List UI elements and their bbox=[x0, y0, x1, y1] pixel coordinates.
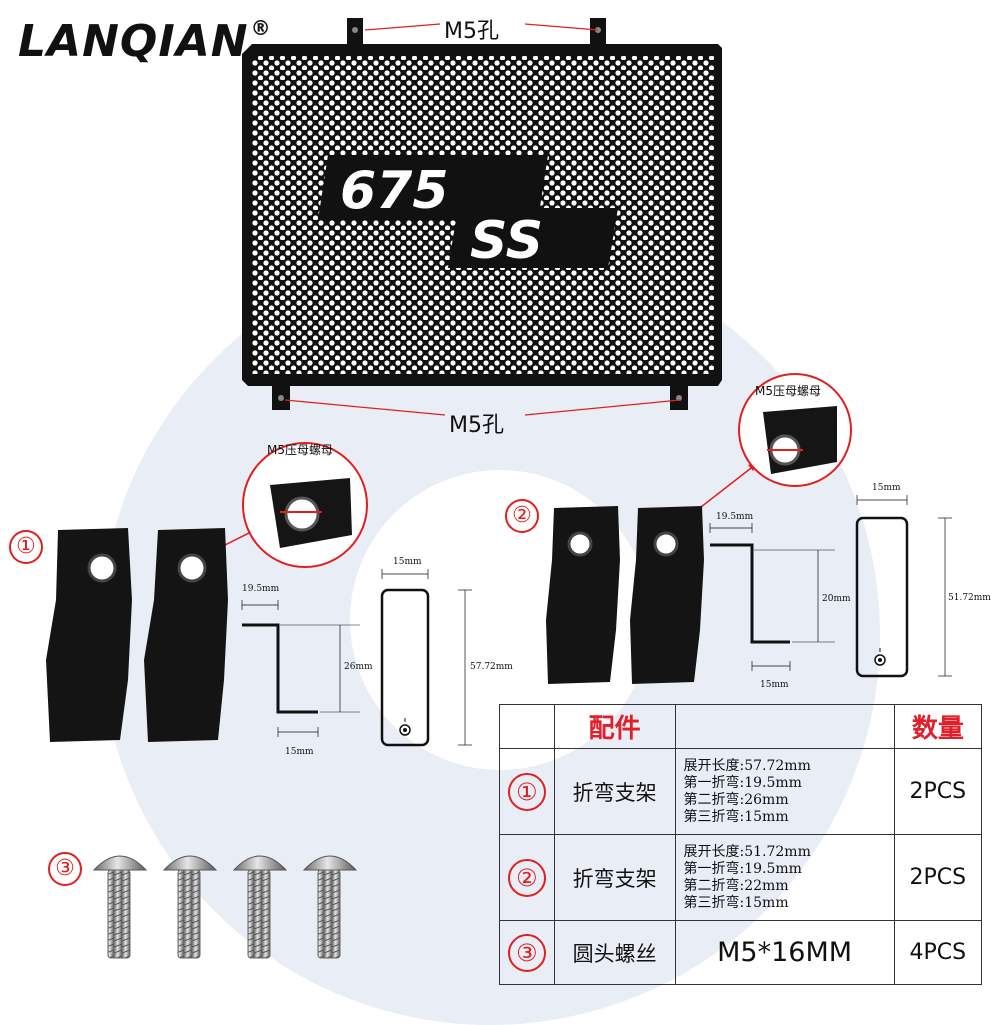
bracket2-dim-bend3: 15mm bbox=[760, 680, 789, 690]
row1-spec-line: 第一折弯:19.5mm bbox=[683, 774, 802, 791]
bracket2-piece-left bbox=[546, 506, 620, 684]
bracket1-piece-left bbox=[46, 528, 132, 742]
bracket2-dim-length: 51.72mm bbox=[948, 593, 991, 603]
brand-registered-mark: ® bbox=[250, 16, 272, 40]
plate-badge-top bbox=[318, 155, 548, 220]
nut-zoom-circle-1 bbox=[242, 442, 368, 568]
brand-logo: LANQIAN® bbox=[18, 16, 272, 67]
plate-text-ss: SS bbox=[470, 211, 543, 271]
row3-index: ③ bbox=[507, 933, 546, 972]
table-header-row: 配件 数量 bbox=[499, 704, 983, 749]
bracket1-drawing bbox=[241, 569, 472, 747]
row1-spec-line: 第二折弯:26mm bbox=[683, 791, 789, 808]
row1-spec-line: 展开长度:57.72mm bbox=[683, 757, 811, 774]
screws-index: ③ bbox=[48, 852, 82, 886]
row1-name: 折弯支架 bbox=[553, 748, 676, 835]
plate-text-675: 675 bbox=[340, 161, 449, 221]
brand-name: LANQIAN bbox=[18, 16, 249, 67]
header-part: 配件 bbox=[553, 704, 676, 749]
screw-4 bbox=[302, 855, 358, 959]
table-row: ② 折弯支架 展开长度:51.72mm 第一折弯:19.5mm 第二折弯:22m… bbox=[499, 834, 983, 921]
screws-image bbox=[92, 855, 358, 959]
bracket1-dim-bend3: 15mm bbox=[285, 747, 314, 757]
row3-qty: 4PCS bbox=[893, 920, 983, 985]
bracket2-index: ② bbox=[505, 499, 539, 533]
row2-spec-line: 展开长度:51.72mm bbox=[683, 843, 811, 860]
row3-name: 圆头螺丝 bbox=[553, 920, 676, 985]
row2-index: ② bbox=[507, 858, 546, 897]
row2-spec-line: 第三折弯:15mm bbox=[683, 894, 789, 911]
nut-zoom-label-1: M5压母螺母 bbox=[267, 443, 333, 457]
bracket2-image bbox=[546, 506, 704, 684]
row2-qty: 2PCS bbox=[893, 834, 983, 921]
radiator-guard-image: 675 SS bbox=[242, 18, 722, 410]
header-spec bbox=[674, 704, 895, 749]
table-row: ① 折弯支架 展开长度:57.72mm 第一折弯:19.5mm 第二折弯:26m… bbox=[499, 748, 983, 835]
screw-2 bbox=[162, 855, 218, 959]
row2-spec: 展开长度:51.72mm 第一折弯:19.5mm 第二折弯:22mm 第三折弯:… bbox=[674, 834, 895, 921]
bracket1-dim-bend1: 19.5mm bbox=[242, 584, 280, 594]
bracket1-dim-bend2: 26mm bbox=[344, 662, 373, 672]
row2-spec-line: 第二折弯:22mm bbox=[683, 877, 789, 894]
table-row: ③ 圆头螺丝 M5*16MM 4PCS bbox=[499, 920, 983, 985]
bracket2-dim-width: 15mm bbox=[872, 483, 901, 493]
bracket1-image bbox=[46, 528, 228, 742]
bracket1-dim-width: 15mm bbox=[393, 557, 422, 567]
row2-name: 折弯支架 bbox=[553, 834, 676, 921]
bracket2-piece-right bbox=[630, 506, 704, 684]
row1-qty: 2PCS bbox=[893, 748, 983, 835]
row1-spec: 展开长度:57.72mm 第一折弯:19.5mm 第二折弯:26mm 第三折弯:… bbox=[674, 748, 895, 835]
bracket2-dim-bend1: 19.5mm bbox=[716, 512, 754, 522]
header-index-cell bbox=[499, 704, 555, 749]
plate-badge-bottom bbox=[448, 208, 618, 268]
screw-1 bbox=[92, 855, 148, 959]
bracket1-index: ① bbox=[9, 530, 43, 564]
bracket2-drawing bbox=[709, 495, 952, 678]
row3-spec: M5*16MM bbox=[674, 920, 895, 985]
bracket1-dim-length: 57.72mm bbox=[470, 662, 513, 672]
row1-spec-line: 第三折弯:15mm bbox=[683, 808, 789, 825]
m5-hole-label-bottom: M5孔 bbox=[449, 413, 504, 438]
m5-hole-label-top: M5孔 bbox=[444, 19, 499, 44]
row1-index: ① bbox=[507, 772, 546, 811]
header-qty: 数量 bbox=[893, 704, 983, 749]
row2-spec-line: 第一折弯:19.5mm bbox=[683, 860, 802, 877]
parts-spec-table: 配件 数量 ① 折弯支架 展开长度:57.72mm 第一折弯:19.5mm 第二… bbox=[499, 704, 983, 985]
bracket2-dim-bend2: 20mm bbox=[822, 594, 851, 604]
nut-zoom-label-2: M5压母螺母 bbox=[755, 384, 821, 398]
nut-zoom-circle-2 bbox=[738, 373, 852, 487]
bracket1-piece-right bbox=[144, 528, 228, 742]
screw-3 bbox=[232, 855, 288, 959]
